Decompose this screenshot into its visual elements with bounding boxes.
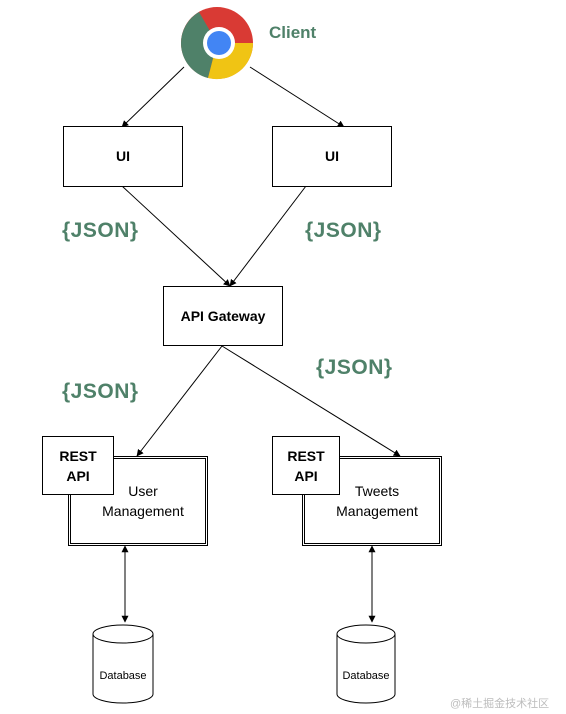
json-label-gateway-right: {JSON} <box>316 356 393 379</box>
arrow-client-to-ui-left <box>121 66 185 128</box>
api-gateway-label: API Gateway <box>180 307 266 324</box>
arrow-gateway-to-tweets-mgmt <box>221 345 401 457</box>
json-label-ui-left: {JSON} <box>62 219 139 242</box>
tweets-management-box: Tweets Management <box>302 456 442 546</box>
ui-label: UI <box>116 148 130 164</box>
chrome-browser-icon <box>180 7 254 80</box>
arrow-gateway-to-user-mgmt <box>136 345 223 457</box>
rest-api-box-tweets: REST API <box>272 436 340 495</box>
arrow-ui-right-to-gateway <box>229 185 307 287</box>
rest-api-label: REST API <box>59 447 97 484</box>
ui-label: UI <box>325 148 339 164</box>
ui-box-left: UI <box>63 126 183 187</box>
rest-api-label: REST API <box>287 447 325 484</box>
watermark: @稀土掘金技术社区 <box>450 698 550 710</box>
database-cylinder-right: Database <box>336 624 396 704</box>
ui-box-right: UI <box>272 126 392 187</box>
api-gateway-box: API Gateway <box>163 286 283 346</box>
database-cylinder-left: Database <box>92 624 154 704</box>
database-label: Database <box>99 670 146 682</box>
arrow-ui-left-to-gateway <box>121 185 231 287</box>
client-label: Client <box>269 23 317 42</box>
database-label: Database <box>342 670 389 682</box>
arrow-client-to-ui-right <box>249 66 345 128</box>
json-label-ui-right: {JSON} <box>305 219 382 242</box>
rest-api-box-user: REST API <box>42 436 114 495</box>
user-management-box: User Management <box>68 456 208 546</box>
json-label-gateway-left: {JSON} <box>62 380 139 403</box>
tweets-management-label: Tweets Management <box>336 483 418 519</box>
user-management-label: User Management <box>102 483 184 519</box>
